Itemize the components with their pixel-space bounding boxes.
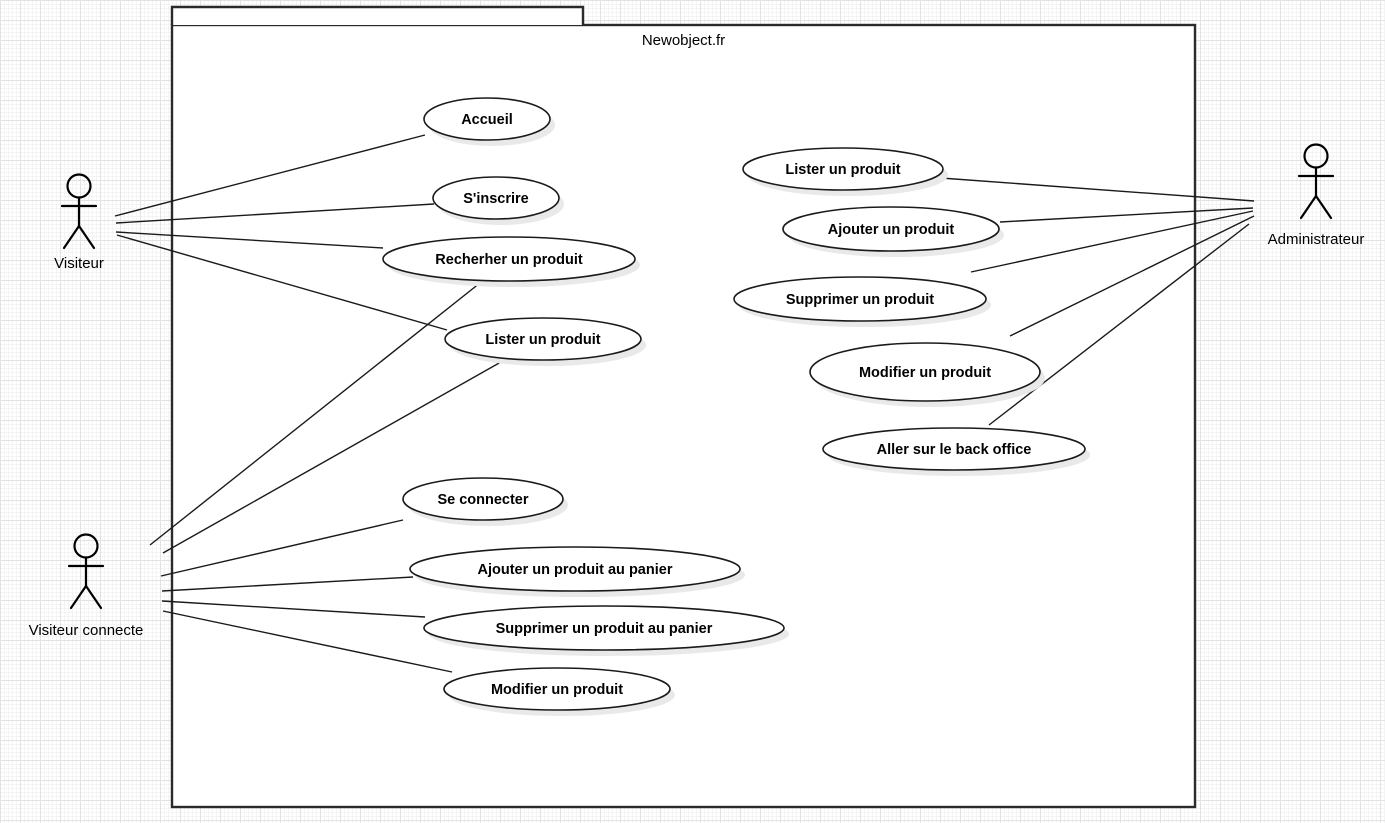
association-visiteur-to-lister-un-produit-visiteur[interactable] [116, 234, 448, 331]
actor-label: Visiteur [54, 255, 104, 272]
use-case-label: Aller sur le back office [877, 442, 1032, 458]
actor-head-icon [1303, 143, 1329, 169]
use-case-label: Recherher un produit [435, 252, 583, 268]
actor-leg-right [77, 224, 96, 250]
actor-leg-right [84, 584, 103, 610]
actor-label: Administrateur [1268, 231, 1365, 248]
use-case-ellipse[interactable] [733, 276, 987, 322]
system-boundary: Newobject.fr [170, 5, 1197, 809]
use-case-ellipse[interactable] [423, 97, 551, 141]
actor-leg-right [1314, 194, 1333, 220]
association-administrateur-to-supprimer-un-produit[interactable] [970, 210, 1254, 273]
system-boundary-rect [170, 23, 1197, 809]
use-case-label: Se connecter [437, 492, 528, 508]
use-case-label: Ajouter un produit [828, 222, 955, 238]
use-case-label: Supprimer un produit au panier [496, 621, 713, 637]
association-visiteur-connecte-to-lister-un-produit-visiteur[interactable] [162, 357, 509, 554]
use-case-supprimer-un-produit-au-panier[interactable]: Supprimer un produit au panier [423, 605, 789, 656]
association-administrateur-to-ajouter-un-produit[interactable] [999, 207, 1254, 223]
use-case-label: Supprimer un produit [786, 292, 934, 308]
use-case-ellipse[interactable] [809, 342, 1041, 402]
use-case-ellipse[interactable] [402, 477, 564, 521]
use-case-recherher-un-produit[interactable]: Recherher un produit [382, 236, 640, 287]
actor-administrateur[interactable]: Administrateur [1268, 143, 1365, 248]
use-case-ellipse[interactable] [409, 546, 741, 592]
use-case-ajouter-un-produit[interactable]: Ajouter un produit [782, 206, 1004, 257]
association-visiteur-to-recherher-un-produit[interactable] [115, 231, 384, 249]
association-visiteur-connecte-to-ajouter-un-produit-au-panier[interactable] [161, 576, 414, 592]
association-visiteur-connecte-to-recherher-un-produit[interactable] [149, 274, 491, 546]
use-case-label: Lister un produit [485, 332, 600, 348]
use-case-lister-un-produit-admin[interactable]: Lister un produit [742, 147, 948, 196]
use-case-ellipse[interactable] [432, 176, 560, 220]
use-case-label: Modifier un produit [491, 682, 623, 698]
use-case-lister-un-produit-visiteur[interactable]: Lister un produit [444, 317, 646, 366]
use-case-ellipse[interactable] [443, 667, 671, 711]
use-case-ellipse[interactable] [444, 317, 642, 361]
use-case-aller-sur-le-back-office[interactable]: Aller sur le back office [822, 427, 1090, 476]
use-case-label: Lister un produit [785, 162, 900, 178]
association-administrateur-to-modifier-un-produit-admin[interactable] [1009, 215, 1255, 337]
use-case-ellipse[interactable] [423, 605, 785, 651]
association-visiteur-connecte-to-supprimer-un-produit-au-panier[interactable] [161, 600, 426, 618]
association-lines [114, 134, 1255, 673]
use-case-ellipse[interactable] [822, 427, 1086, 471]
association-visiteur-connecte-to-se-connecter[interactable] [160, 519, 404, 577]
actor-head-icon [73, 533, 99, 559]
use-case-supprimer-un-produit[interactable]: Supprimer un produit [733, 276, 991, 327]
use-case-label: Accueil [461, 112, 513, 128]
use-case-label: Modifier un produit [859, 365, 991, 381]
actor-leg-left [62, 224, 81, 250]
use-case-modifier-un-produit-panier[interactable]: Modifier un produit [443, 667, 675, 716]
actor-visiteur[interactable]: Visiteur [54, 173, 104, 272]
use-case-label: S'inscrire [463, 191, 529, 207]
use-case-se-connecter[interactable]: Se connecter [402, 477, 568, 526]
use-case-modifier-un-produit-admin[interactable]: Modifier un produit [809, 342, 1045, 407]
actor-head-icon [66, 173, 92, 199]
system-boundary-tab [170, 5, 585, 25]
use-case-s-inscrire[interactable]: S'inscrire [432, 176, 564, 225]
use-case-ellipse[interactable] [382, 236, 636, 282]
system-title: Newobject.fr [642, 32, 725, 49]
actor-leg-left [1299, 194, 1318, 220]
use-case-accueil[interactable]: Accueil [423, 97, 555, 146]
actor-leg-left [69, 584, 88, 610]
association-visiteur-to-accueil[interactable] [114, 134, 426, 217]
use-case-ajouter-un-produit-au-panier[interactable]: Ajouter un produit au panier [409, 546, 745, 597]
actor-visiteur-connecte[interactable]: Visiteur connecte [29, 533, 144, 639]
use-case-label: Ajouter un produit au panier [478, 562, 673, 578]
association-visiteur-connecte-to-modifier-un-produit-panier[interactable] [162, 610, 453, 673]
association-administrateur-to-aller-sur-le-back-office[interactable] [988, 223, 1250, 426]
use-case-ellipse[interactable] [782, 206, 1000, 252]
use-case-ellipse[interactable] [742, 147, 944, 191]
actor-label: Visiteur connecte [29, 622, 144, 639]
association-visiteur-to-s-inscrire[interactable] [115, 203, 435, 224]
association-administrateur-to-lister-un-produit-admin[interactable] [940, 177, 1255, 202]
